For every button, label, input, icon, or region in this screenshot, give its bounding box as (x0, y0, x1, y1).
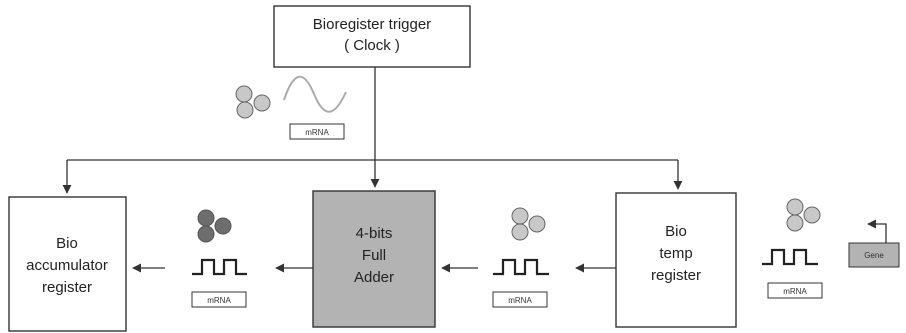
clock-mrna-label: mRNA (305, 128, 329, 137)
clock-box (273, 5, 471, 68)
left-mrna-box (191, 291, 247, 308)
left-pulse-signal (192, 258, 247, 276)
temp-line2: temp (659, 245, 692, 262)
clock-title: Bioregister trigger (313, 16, 431, 33)
temp-register-box (615, 192, 737, 328)
left-mrna-label: mRNA (207, 296, 231, 305)
right-mrna-box (767, 282, 823, 299)
gene-label: Gene (864, 251, 884, 260)
accumulator-box (8, 196, 127, 332)
middle-pulse-signal (493, 258, 549, 276)
right-mrna-label: mRNA (783, 287, 807, 296)
adder-line3: Adder (354, 269, 394, 286)
adder-box (312, 190, 436, 328)
middle-mrna-label: mRNA (508, 296, 532, 305)
middle-molecules (511, 207, 546, 241)
accumulator-line1: Bio (56, 235, 78, 252)
middle-mrna-box (492, 291, 548, 308)
clock-mrna-box (289, 123, 345, 140)
accumulator-line2: accumulator (26, 257, 108, 274)
adder-line2: Full (362, 247, 386, 264)
adder-line1: 4-bits (356, 225, 393, 242)
right-pulse-signal (762, 248, 818, 266)
gene-promoter-arrow (867, 219, 887, 243)
temp-line3: register (651, 267, 701, 284)
clock-molecules (235, 85, 271, 119)
sine-wave (283, 75, 347, 113)
accumulator-line3: register (42, 279, 92, 296)
right-molecules (786, 198, 821, 232)
clock-subtitle: ( Clock ) (344, 37, 400, 54)
left-molecules (197, 209, 232, 243)
temp-line1: Bio (665, 223, 687, 240)
gene-box (848, 242, 900, 268)
